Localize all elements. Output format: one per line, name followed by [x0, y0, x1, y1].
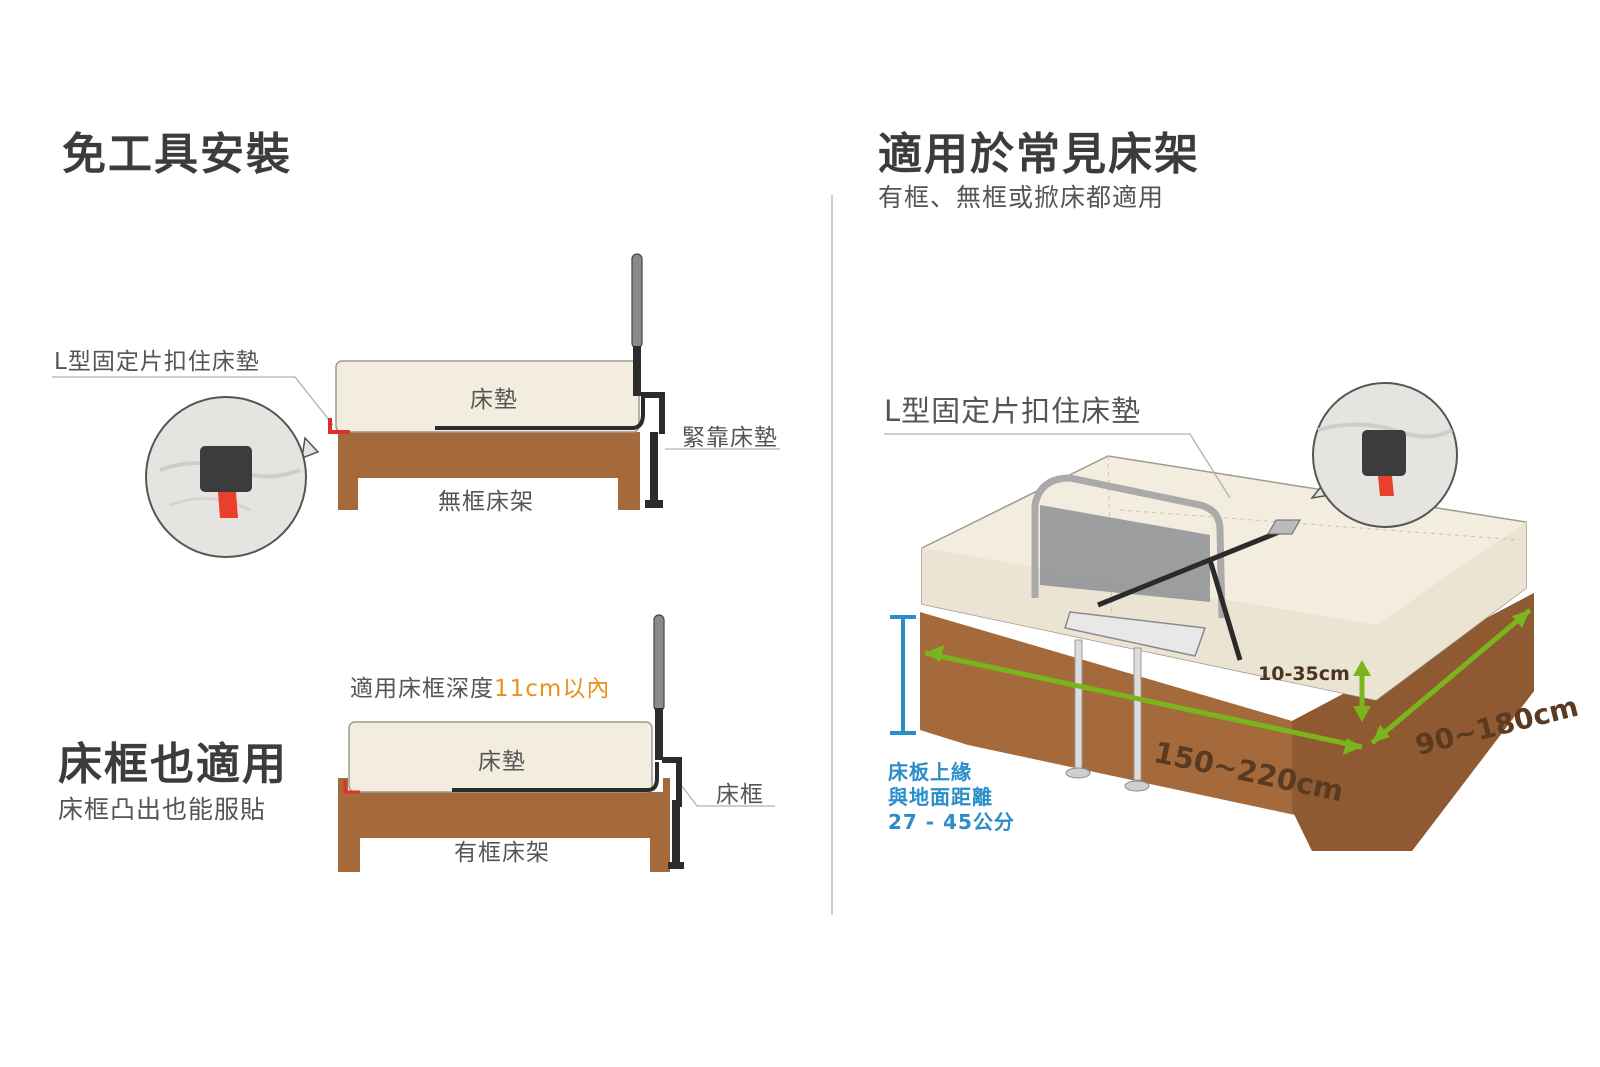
depth-note-prefix: 適用床框深度 — [350, 676, 494, 702]
common-frames-subtitle: 有框、無框或掀床都適用 — [878, 183, 1165, 212]
frameless-bed-frame — [338, 432, 640, 510]
mattress-label-top: 床墊 — [470, 387, 518, 413]
frameless-mattress — [335, 360, 640, 433]
depth-note-value: 11cm以內 — [494, 676, 611, 702]
framed-bed-label: 有框床架 — [454, 840, 550, 866]
frame-compatible-title: 床框也適用 — [58, 739, 288, 790]
frameless-bed-diagram — [52, 253, 780, 510]
against-mattress-label: 緊靠床墊 — [682, 425, 778, 451]
framed-bed-diagram — [338, 614, 775, 872]
install-title: 免工具安裝 — [62, 129, 292, 180]
width-measure-line — [1370, 608, 1532, 745]
mattress-label-bottom: 床墊 — [478, 749, 526, 775]
clip-callout-label-left: L型固定片扣住床墊 — [54, 349, 260, 375]
length-measure-line — [924, 650, 1363, 750]
bed-frame-edge-label: 床框 — [716, 782, 764, 808]
thickness-label: 10-35cm — [1258, 663, 1350, 685]
bed-rail-frame — [1031, 474, 1226, 619]
depth-note: 適用床框深度11cm以內 — [350, 669, 610, 703]
rail-handle-top — [631, 253, 643, 349]
clip-callout-label-right: L型固定片扣住床墊 — [884, 394, 1142, 428]
framed-bed-frame — [338, 778, 670, 872]
frame-compatible-subtitle: 床框凸出也能服貼 — [58, 795, 267, 824]
height-label-line3: 27 - 45公分 — [888, 810, 1015, 834]
height-measure-bar — [890, 615, 916, 735]
common-frames-title: 適用於常見床架 — [878, 129, 1200, 180]
height-label-line2: 與地面距離 — [888, 785, 993, 809]
clip-closeup-callout-right — [1310, 382, 1458, 528]
frameless-bed-label: 無框床架 — [438, 489, 534, 515]
height-label-line1: 床板上緣 — [888, 760, 972, 784]
clip-closeup-callout-left — [145, 396, 320, 558]
